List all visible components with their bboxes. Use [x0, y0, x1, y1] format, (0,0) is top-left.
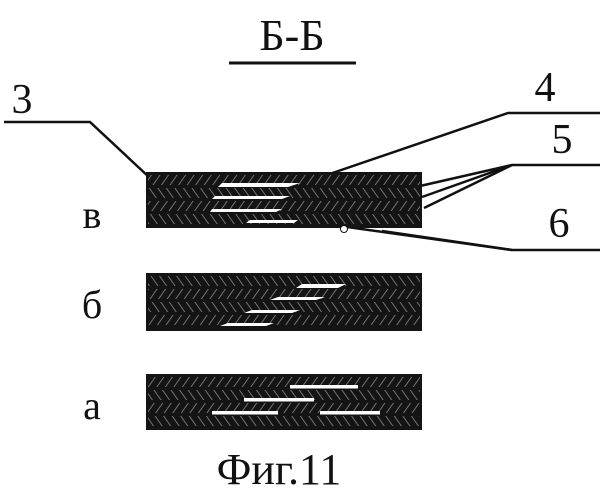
leader-5c — [424, 165, 512, 208]
gap-b-1 — [296, 284, 346, 288]
gap-v-1 — [218, 183, 300, 187]
part-label-4: 4 — [535, 65, 556, 111]
gap-b-3 — [244, 310, 300, 313]
section-label: Б-Б — [259, 11, 324, 60]
leader-3 — [4, 122, 150, 178]
part-label-6: 6 — [549, 201, 570, 247]
leader-5a — [420, 165, 600, 186]
gap-v-2 — [212, 196, 290, 199]
leader-5b — [422, 165, 512, 197]
gap-v-4 — [246, 220, 298, 223]
row-label-v: в — [83, 192, 102, 237]
gap-b-4 — [220, 323, 274, 326]
gap-v-3 — [210, 209, 282, 212]
laminate-strip-b — [146, 273, 422, 331]
laminate-strip-v — [146, 172, 422, 233]
gap-a-1 — [290, 385, 358, 389]
part-label-5: 5 — [552, 117, 573, 163]
figure-caption: Фиг.11 — [217, 445, 342, 494]
gap-a-3 — [212, 411, 278, 415]
leader-6b — [382, 231, 512, 250]
row-label-a: а — [83, 383, 101, 428]
row-label-b: б — [82, 282, 102, 327]
part-label-3: 3 — [12, 77, 33, 123]
gap-a-2 — [244, 398, 312, 402]
gap-a-4 — [320, 411, 380, 415]
laminate-strip-a — [146, 374, 422, 430]
gap-b-2 — [270, 297, 325, 300]
